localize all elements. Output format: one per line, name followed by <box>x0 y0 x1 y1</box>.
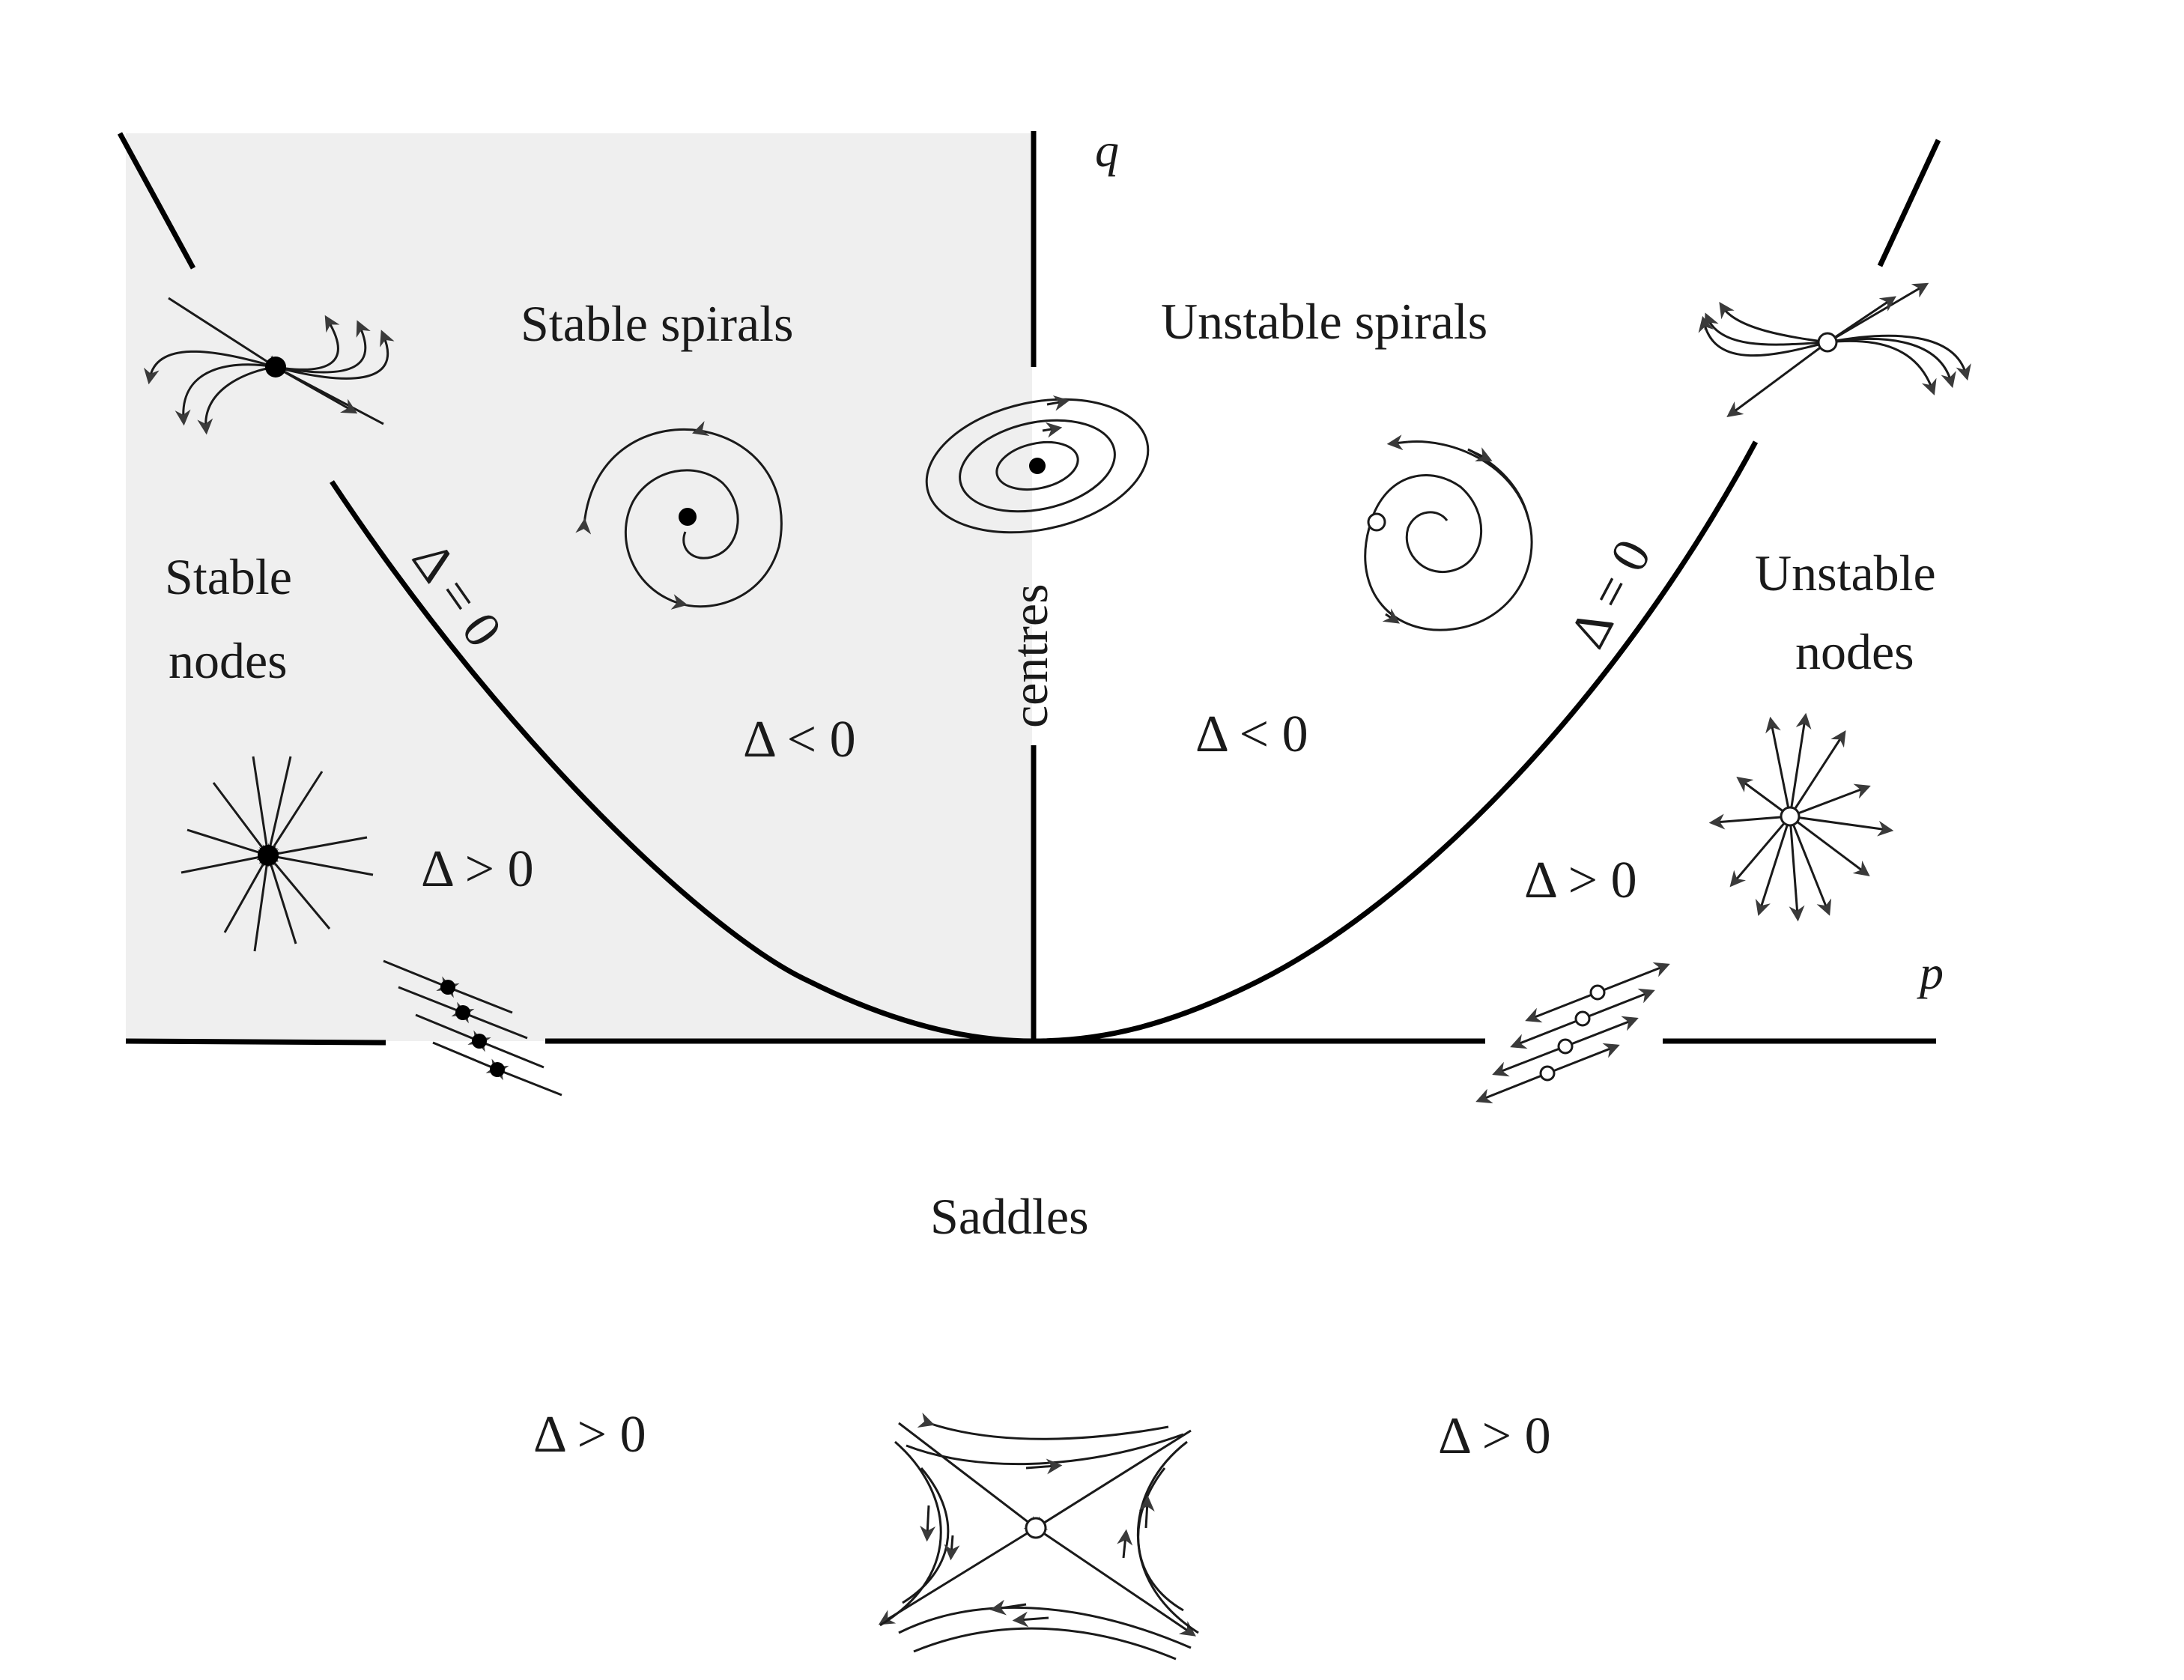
degenerate-stable-node-icon <box>143 297 395 435</box>
saddles-label: Saddles <box>930 1188 1089 1245</box>
q-axis-label: q <box>1095 124 1119 177</box>
stable-nodes-label-line2: nodes <box>169 632 288 689</box>
centres-label: centres <box>1001 583 1058 728</box>
unstable-line-of-fixed-points-icon <box>1475 962 1670 1104</box>
stable-region-shading <box>126 133 1032 1041</box>
saddle-left-condition: Δ > 0 <box>533 1406 646 1464</box>
parabola-delta-zero <box>117 132 1941 1044</box>
stable-spirals-label: Stable spirals <box>521 295 794 352</box>
stable-nodes-label-line1: Stable <box>165 548 292 605</box>
parabola-right-condition: Δ = 0 <box>1559 530 1663 657</box>
degenerate-unstable-node-icon <box>1698 282 1971 418</box>
node-right-condition: Δ > 0 <box>1524 852 1637 909</box>
unstable-nodes-label-line2: nodes <box>1795 623 1914 680</box>
unstable-spirals-label: Unstable spirals <box>1161 293 1487 350</box>
unstable-spiral-icon <box>1364 434 1533 631</box>
stable-star-node-icon <box>181 756 374 952</box>
stable-spiral-icon <box>575 421 783 610</box>
spiral-left-condition: Δ < 0 <box>743 711 856 768</box>
saddle-right-condition: Δ > 0 <box>1438 1407 1551 1465</box>
node-left-condition: Δ > 0 <box>421 840 534 898</box>
stable-line-of-fixed-points-icon <box>383 959 562 1097</box>
centre-icon <box>925 395 1150 534</box>
p-axis-label: p <box>1917 946 1944 999</box>
spiral-right-condition: Δ < 0 <box>1195 706 1308 763</box>
saddle-icon <box>878 1413 1199 1661</box>
unstable-nodes-label-line1: Unstable <box>1755 545 1936 601</box>
unstable-star-node-icon <box>1708 712 1894 922</box>
